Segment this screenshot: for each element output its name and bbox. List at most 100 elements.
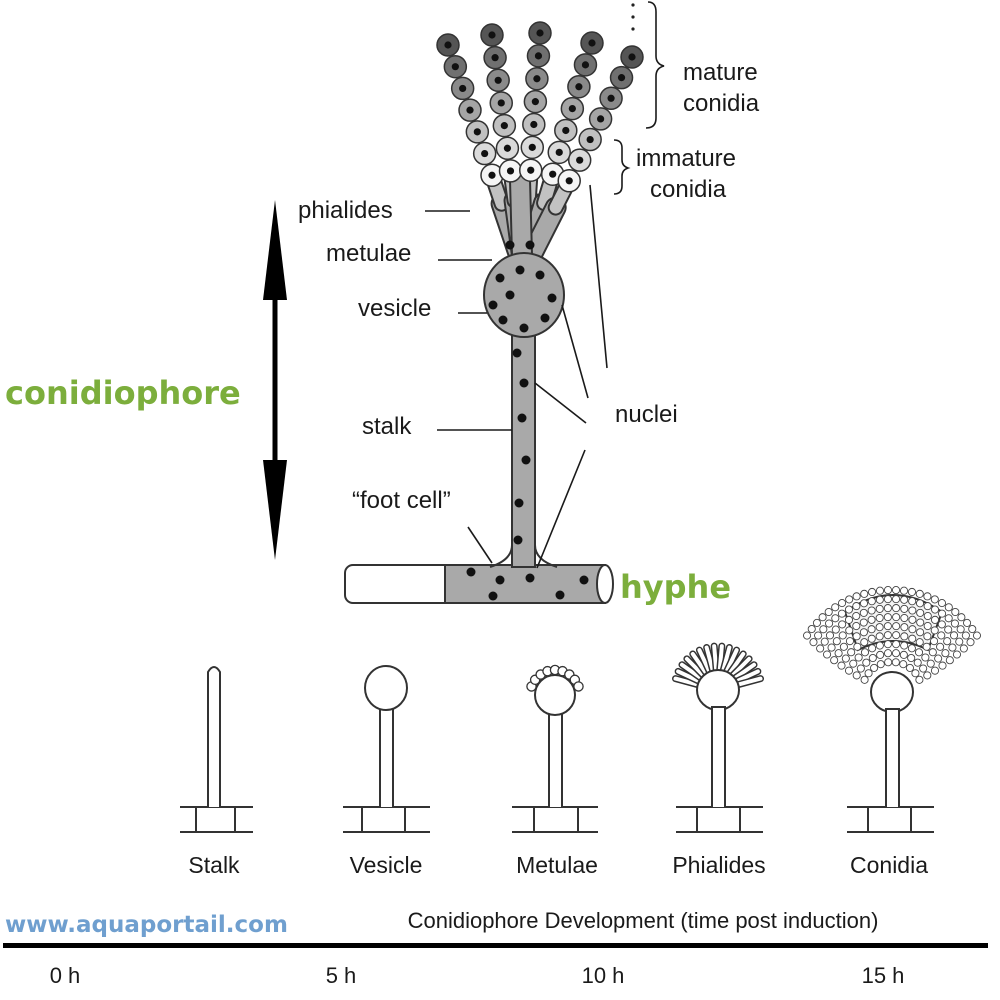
conidiophore-extent-arrow [263, 200, 287, 560]
conidium-nucleus [534, 52, 543, 60]
conidium-small [922, 642, 931, 651]
conidium-small [899, 660, 908, 669]
conidium-small [847, 648, 856, 657]
conidium-small [867, 597, 876, 606]
phialide-fan [671, 642, 765, 689]
conidium-small [844, 615, 854, 624]
conidium-small [832, 637, 841, 646]
conidium-small [930, 595, 939, 604]
conidium-small [913, 658, 922, 667]
conidium-small [923, 621, 932, 631]
phialide-ray-fill [697, 648, 712, 674]
conidium-small [831, 625, 840, 634]
conidium-small [875, 613, 884, 623]
conidium-small [900, 613, 909, 623]
watermark: www.aquaportail.com [5, 912, 288, 938]
conidium-small [930, 637, 939, 646]
conidium-small [916, 608, 925, 617]
conidium-small [802, 631, 812, 640]
phialide-ray-fill [724, 648, 739, 674]
conidium-nucleus [503, 144, 512, 152]
conidium-small [944, 625, 953, 634]
phialide-ray-fill [704, 645, 715, 673]
conidium-small [837, 661, 846, 670]
conidium-small [907, 653, 916, 663]
metula-fill [511, 171, 531, 264]
conidium-small [825, 631, 835, 640]
conidium-small [923, 611, 932, 621]
conidium-small [951, 607, 960, 617]
conidium-small [891, 586, 901, 595]
label-phialides: phialides [298, 197, 393, 224]
conidium-small [838, 631, 847, 640]
conidia-mass [802, 586, 982, 684]
conidium-small [814, 631, 823, 640]
conidium-small [900, 623, 909, 632]
conidium-small [959, 644, 968, 653]
conidium-nucleus [481, 149, 489, 158]
conidium-small [905, 663, 914, 672]
conidium-small [868, 653, 877, 663]
conidium-small [892, 613, 901, 622]
conidium-nucleus [576, 156, 584, 164]
conidium-small [908, 606, 917, 615]
conidium-small [845, 595, 854, 604]
conidium-small [860, 638, 869, 647]
nucleus-dot [515, 265, 525, 275]
conidium-small [831, 603, 840, 612]
nucleus-dot [513, 535, 523, 545]
conidium-small [852, 592, 861, 601]
conidium-nucleus [530, 120, 538, 129]
nucleus-dot [579, 575, 589, 585]
conidium-small [930, 666, 940, 675]
conidium-small [900, 632, 909, 641]
stage-stalk-drawing [180, 666, 253, 833]
stage-metulae-drawing [512, 664, 598, 833]
label-immature: immature [636, 145, 736, 172]
conidium-small [883, 613, 892, 622]
nucleus-dot [519, 378, 529, 388]
conidium-nucleus [586, 135, 594, 144]
phialide-ray-fill [690, 651, 709, 676]
conidium-small [859, 608, 868, 617]
conidium-small [937, 609, 947, 618]
conidium-small [845, 637, 854, 646]
conidium-small [830, 656, 839, 665]
conidium-nucleus [488, 31, 496, 39]
stage-label-metulae: Metulae [516, 852, 598, 878]
conidium-small [952, 650, 962, 659]
conidium-small [926, 659, 935, 668]
conidium-small [911, 669, 920, 678]
nucleus-dot [521, 455, 531, 465]
conidium-small [854, 653, 863, 662]
conidium-small [867, 625, 876, 634]
conidium-nucleus [588, 39, 596, 47]
conidium-nucleus [562, 126, 570, 135]
conidium-small [807, 624, 816, 634]
conidium-small [892, 622, 901, 631]
conidium-small [852, 671, 861, 680]
conidium-small [824, 607, 833, 617]
phialide-ray-fill [679, 662, 704, 681]
label-stalk: stalk [362, 413, 412, 440]
conidium-small [972, 631, 982, 640]
conidium-small [838, 620, 847, 629]
conidium-small [915, 638, 924, 647]
timeline-tick-10h: 10 h [582, 963, 625, 988]
conidium-small [900, 604, 909, 613]
nucleus-dot [540, 313, 550, 323]
conidium-small [930, 626, 939, 635]
conidium-nucleus [497, 99, 505, 107]
metulae-buds [526, 664, 584, 692]
nucleus-dot [525, 573, 535, 583]
nucleus-dot [547, 293, 557, 303]
phialide-ray-fill [732, 662, 757, 681]
conidium-small [900, 595, 909, 604]
nucleus-dot [498, 315, 508, 325]
conidium-small [875, 604, 884, 613]
conidium-small [937, 631, 946, 640]
conidium-small [839, 642, 848, 651]
conidium-nucleus [568, 105, 576, 113]
phialide-ray-fill [676, 669, 702, 684]
conidium-small [867, 615, 876, 624]
